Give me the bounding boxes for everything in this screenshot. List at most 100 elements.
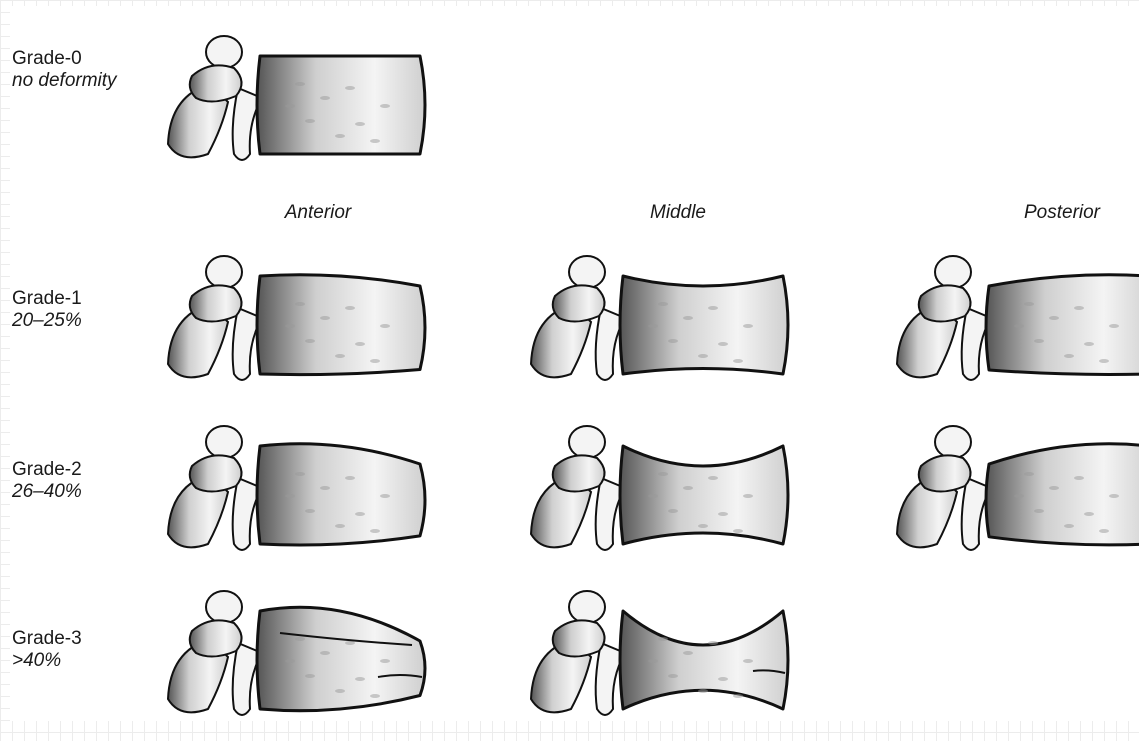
trabecula — [658, 637, 668, 641]
grade-2-label: Grade-2 26–40% — [12, 459, 82, 503]
trabecula — [1064, 524, 1074, 528]
grade-name: Grade-1 — [12, 288, 82, 310]
trabecula — [718, 677, 728, 681]
trabecula — [370, 694, 380, 698]
trabecula — [295, 637, 305, 641]
trabecula — [1099, 359, 1109, 363]
grade-name: Grade-3 — [12, 628, 82, 650]
trabecula — [355, 512, 365, 516]
superior-articular-process — [569, 591, 605, 623]
trabecula — [1014, 324, 1024, 328]
vertebra-grade-1-anterior — [150, 246, 440, 406]
facet-joint — [190, 285, 242, 321]
grade-3-label: Grade-3 >40% — [12, 628, 82, 672]
vertebra-grade-0-normal — [150, 26, 440, 186]
trabecula — [370, 529, 380, 533]
facet-joint — [190, 65, 242, 101]
trabecula — [335, 134, 345, 138]
trabecula — [295, 82, 305, 86]
trabecula — [380, 494, 390, 498]
trabecula — [345, 306, 355, 310]
column-header-anterior: Anterior — [285, 202, 352, 224]
vertebra-grade-1-middle — [513, 246, 803, 406]
vertebra-grade-2-anterior — [150, 416, 440, 576]
trabecula — [1024, 302, 1034, 306]
facet-joint — [553, 620, 605, 656]
vertebra-grade-3-anterior — [150, 581, 440, 741]
trabecula — [320, 96, 330, 100]
trabecula — [370, 139, 380, 143]
trabecula — [355, 122, 365, 126]
grade-0-label: Grade-0 no deformity — [12, 48, 117, 92]
trabecula — [320, 316, 330, 320]
grade-name: Grade-2 — [12, 459, 82, 481]
vertebral-body — [620, 611, 788, 709]
grade-criterion: 26–40% — [12, 481, 82, 503]
superior-articular-process — [569, 426, 605, 458]
grade-criterion: >40% — [12, 650, 82, 672]
trabecula — [380, 324, 390, 328]
grade-name: Grade-0 — [12, 48, 117, 70]
trabecula — [1024, 472, 1034, 476]
trabecula — [1109, 324, 1119, 328]
trabecula — [648, 494, 658, 498]
vertebra-grade-2-posterior — [879, 416, 1139, 576]
trabecula — [1049, 316, 1059, 320]
trabecula — [305, 119, 315, 123]
trabecula — [295, 472, 305, 476]
trabecula — [743, 324, 753, 328]
facet-joint — [919, 455, 971, 491]
facet-joint — [919, 285, 971, 321]
trabecula — [380, 659, 390, 663]
trabecula — [1034, 509, 1044, 513]
trabecula — [355, 677, 365, 681]
trabecula — [1084, 342, 1094, 346]
superior-articular-process — [206, 256, 242, 288]
trabecula — [1014, 494, 1024, 498]
trabecula — [345, 476, 355, 480]
column-header-middle: Middle — [650, 202, 706, 224]
trabecula — [335, 524, 345, 528]
superior-articular-process — [206, 36, 242, 68]
superior-articular-process — [569, 256, 605, 288]
trabecula — [320, 651, 330, 655]
trabecula — [743, 659, 753, 663]
trabecula — [305, 674, 315, 678]
trabecula — [708, 306, 718, 310]
vertebra-grade-2-middle — [513, 416, 803, 576]
trabecula — [1074, 476, 1084, 480]
grade-criterion: no deformity — [12, 70, 117, 92]
trabecula — [733, 529, 743, 533]
trabecula — [380, 104, 390, 108]
trabecula — [743, 494, 753, 498]
vertebral-body — [620, 446, 788, 544]
trabecula — [295, 302, 305, 306]
trabecula — [648, 659, 658, 663]
trabecula — [733, 359, 743, 363]
trabecula — [698, 354, 708, 358]
facet-joint — [553, 455, 605, 491]
vertebral-body — [620, 276, 788, 374]
trabecula — [355, 342, 365, 346]
trabecula — [718, 512, 728, 516]
trabecula — [698, 524, 708, 528]
trabecula — [1109, 494, 1119, 498]
superior-articular-process — [206, 591, 242, 623]
trabecula — [658, 472, 668, 476]
column-header-posterior: Posterior — [1024, 202, 1100, 224]
trabecula — [718, 342, 728, 346]
vertebral-fracture-grading-figure: Grade-0 no deformity Grade-1 20–25% Grad… — [10, 6, 1139, 721]
trabecula — [668, 674, 678, 678]
superior-articular-process — [935, 256, 971, 288]
vertebral-body — [257, 56, 425, 154]
trabecula — [1049, 486, 1059, 490]
trabecula — [668, 509, 678, 513]
trabecula — [1074, 306, 1084, 310]
trabecula — [345, 641, 355, 645]
trabecula — [1099, 529, 1109, 533]
trabecula — [683, 486, 693, 490]
trabecula — [1034, 339, 1044, 343]
trabecula — [285, 324, 295, 328]
superior-articular-process — [206, 426, 242, 458]
superior-articular-process — [935, 426, 971, 458]
